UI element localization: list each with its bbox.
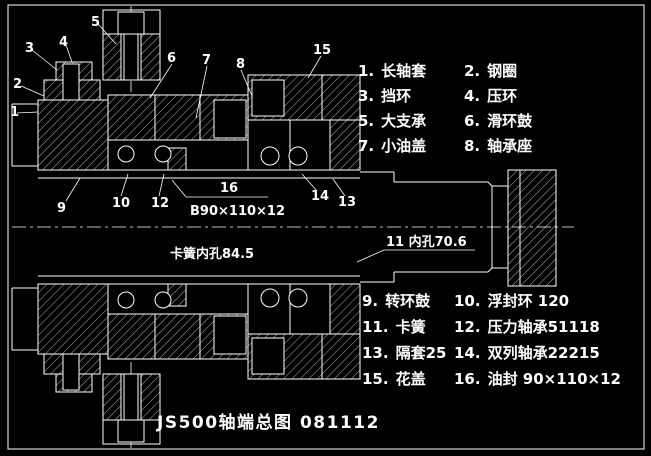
callout-3: 3 [25, 41, 34, 56]
callout-13: 13 [338, 195, 356, 210]
callout-7: 7 [202, 53, 211, 68]
callout-8: 8 [236, 57, 245, 72]
part-name: 压环 [487, 87, 518, 105]
part-number: 14. [454, 344, 481, 362]
list-item: 15. 花盖 [362, 370, 454, 388]
part-name: 双列轴承22215 [487, 344, 600, 362]
list-item: 1. 长轴套 [358, 62, 464, 80]
list-item: 11. 卡簧 [362, 318, 454, 336]
drawing-frame [7, 4, 645, 450]
part-number: 13. [362, 344, 389, 362]
list-item: 4. 压环 [464, 87, 532, 105]
list-item: 13. 隔套25 [362, 344, 454, 362]
part-name: 小油盖 [381, 137, 427, 155]
list-item: 8. 轴承座 [464, 137, 532, 155]
callout-2: 2 [13, 77, 22, 92]
list-item: 12. 压力轴承51118 [454, 318, 621, 336]
part-name: 挡环 [381, 87, 412, 105]
part-name: 油封 90×110×12 [487, 370, 621, 388]
part-name: 转环鼓 [385, 292, 431, 310]
list-item: 9. 转环鼓 [362, 292, 454, 310]
part-name: 花盖 [395, 370, 426, 388]
list-item: 2. 钢圈 [464, 62, 532, 80]
top-gland-bolt [102, 9, 161, 81]
callout-9: 9 [57, 201, 66, 216]
list-item: 16. 油封 90×110×12 [454, 370, 621, 388]
part-name: 钢圈 [487, 62, 518, 80]
leader-lines [16, 23, 475, 263]
part-number: 12. [454, 318, 481, 336]
part-name: 浮封环 120 [487, 292, 570, 310]
annotation-circlip-bore: 卡簧内孔84.5 [170, 246, 254, 262]
callout-5: 5 [91, 15, 100, 30]
list-item: 7. 小油盖 [358, 137, 464, 155]
parts-list-bottom: 9. 转环鼓 10. 浮封环 120 11. 卡簧 12. 压力轴承51118 13. 隔… [362, 292, 621, 388]
part-number: 4. [464, 87, 481, 105]
part-number: 5. [358, 112, 375, 130]
callout-10: 10 [112, 196, 130, 211]
part-number: 7. [358, 137, 375, 155]
list-item: 3. 挡环 [358, 87, 464, 105]
list-item: 14. 双列轴承22215 [454, 344, 621, 362]
callout-1: 1 [10, 105, 19, 120]
part-name: 滑环鼓 [487, 112, 533, 130]
shaft-bore [11, 103, 360, 351]
callout-15: 15 [313, 43, 331, 58]
callout-4: 4 [59, 35, 68, 50]
part-name: 隔套25 [395, 344, 447, 362]
part-name: 大支承 [381, 112, 427, 130]
callout-6: 6 [167, 51, 176, 66]
part-name: 轴承座 [487, 137, 533, 155]
bottom-gland-bolt [102, 373, 161, 445]
part-name: 压力轴承51118 [487, 318, 600, 336]
part-number: 8. [464, 137, 481, 155]
part-number: 15. [362, 370, 389, 388]
part-number: 9. [362, 292, 379, 310]
callout-12: 12 [151, 196, 169, 211]
part-name: 长轴套 [381, 62, 427, 80]
list-item: 5. 大支承 [358, 112, 464, 130]
parts-list-top: 1. 长轴套 2. 钢圈 3. 挡环 4. 压环 5. 大支承 6. 滑环鼓 7. 小油盖 8… [358, 62, 532, 155]
part-number: 16. [454, 370, 481, 388]
part-number: 2. [464, 62, 481, 80]
output-shaft-flange [360, 169, 557, 287]
callout-16: 16 [220, 181, 238, 196]
part-number: 11. [362, 318, 389, 336]
part-number: 1. [358, 62, 375, 80]
part-number: 10. [454, 292, 481, 310]
list-item: 6. 滑环鼓 [464, 112, 532, 130]
annotation-seal-size: B90×110×12 [190, 204, 285, 219]
list-item: 10. 浮封环 120 [454, 292, 621, 310]
drawing-title: JS500轴端总图 081112 [156, 412, 380, 433]
part-name: 卡簧 [395, 318, 426, 336]
part-number: 6. [464, 112, 481, 130]
part-number: 3. [358, 87, 375, 105]
callout-14: 14 [311, 189, 329, 204]
annotation-bore: 11 内孔70.6 [386, 234, 467, 250]
bearing-rollers [117, 145, 308, 309]
housing-section [37, 61, 361, 393]
